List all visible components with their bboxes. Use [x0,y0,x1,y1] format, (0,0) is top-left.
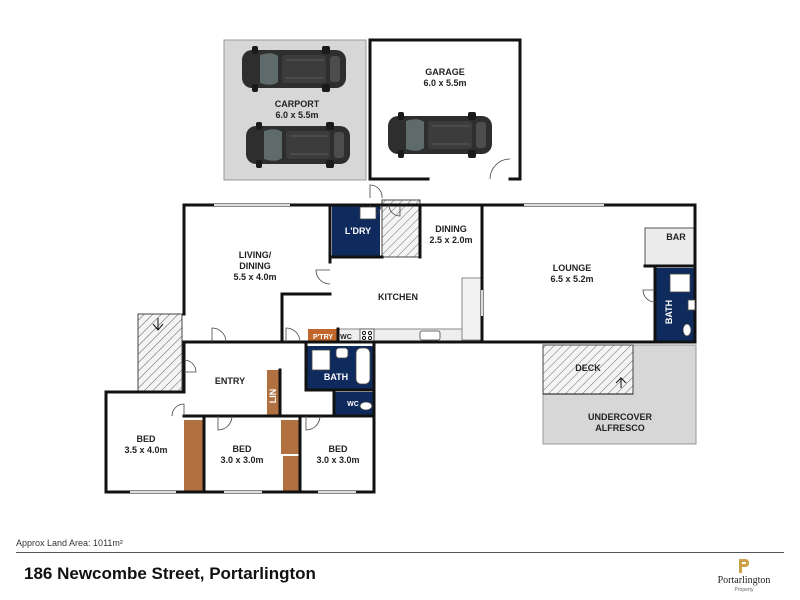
garage-dims: 6.0 x 5.5m [423,78,466,88]
undercover-alfresco: DECK UNDERCOVER ALFRESCO [542,344,697,445]
kitchen-name: KITCHEN [378,292,418,302]
linen-fill [267,370,279,416]
wc-top-name: WC [340,334,352,341]
toilet-icon [682,323,692,337]
alfresco-name: UNDERCOVER [588,412,653,422]
garage-name: GARAGE [425,67,465,77]
bed3-name: BED [328,444,348,454]
lounge-name: LOUNGE [553,263,592,273]
toilet-icon [359,401,373,411]
wc-mid-name: WC [347,401,359,408]
bed1-dims: 3.5 x 4.0m [124,445,167,455]
bar-name: BAR [666,232,686,242]
robe-bed1 [184,420,204,492]
pantry-name: P'TRY [313,334,333,341]
dining-dims: 2.5 x 2.0m [429,235,472,245]
bar-area [644,227,696,267]
pantry-fill [308,329,338,343]
linen-name: LIN [268,389,278,404]
alfresco-name-2: ALFRESCO [595,423,645,433]
living-dims: 5.5 x 4.0m [233,272,276,282]
car-icon [245,121,351,169]
deck-name: DECK [575,363,601,373]
sink-icon [419,330,441,341]
windows [130,204,604,493]
shower-icon [311,349,331,371]
carport-name: CARPORT [275,99,320,109]
brand-logo: Portarlington Property [706,556,782,596]
cooktop-icon [359,328,375,342]
stair-hatch [381,199,421,258]
bed3-dims: 3.0 x 3.0m [316,455,359,465]
garage-door-swing [369,184,383,199]
shower-icon [669,273,691,293]
footer-divider [16,552,784,553]
brand-name: Portarlington [717,575,771,586]
bath-right-name: BATH [664,300,674,324]
lounge-dims: 6.5 x 5.2m [550,274,593,284]
car-icon [387,111,493,159]
basin-icon [687,299,696,311]
living-name-2: DINING [239,261,271,271]
bathtub-icon [355,347,371,385]
entry-name: ENTRY [215,376,245,386]
carport-dims: 6.0 x 5.5m [275,110,318,120]
robe-bed2 [281,420,299,454]
carport: CARPORT 6.0 x 5.5m [223,39,367,181]
bed1-name: BED [136,434,156,444]
dining-name: DINING [435,224,467,234]
property-address: 186 Newcombe Street, Portarlington [24,564,316,583]
basin-icon [335,347,349,359]
land-area: Approx Land Area: 1011m² [16,538,123,548]
garage: GARAGE 6.0 x 5.5m [368,38,522,181]
bed2-dims: 3.0 x 3.0m [220,455,263,465]
door-swings [171,204,656,431]
laundry-tub-icon [359,206,377,220]
robe-bed3 [283,456,299,492]
car-icon [241,45,347,93]
front-porch [137,313,183,393]
brand-subtitle: Property [734,587,754,593]
kitchen-bench [461,277,483,341]
kitchen-counter [337,328,463,343]
living-name: LIVING/ [239,250,272,260]
floor-plan: CARPORT 6.0 x 5.5m GARAGE 6.0 x 5.5m DEC… [104,38,697,494]
laundry-name: L'DRY [345,226,371,236]
bath-mid-name: BATH [324,372,348,382]
bed2-name: BED [232,444,252,454]
house-p-logo-icon [739,559,749,573]
